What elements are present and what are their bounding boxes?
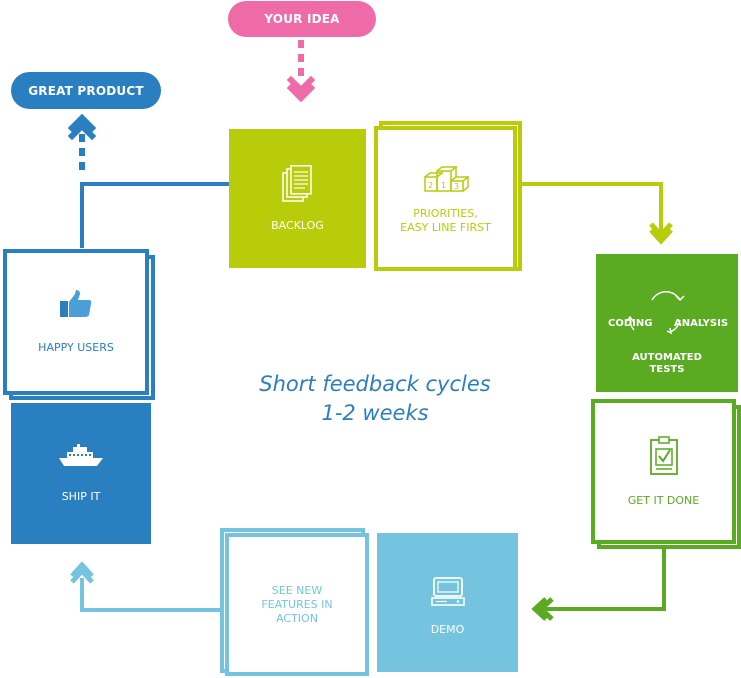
- rank-digit-1: 1: [441, 181, 446, 190]
- priorities-label-line2: EASY LINE FIRST: [400, 220, 491, 234]
- ship-it-box: SHIP IT: [11, 403, 151, 544]
- rank-digit-2: 2: [428, 181, 433, 190]
- happy-users-box: HAPPY USERS: [3, 249, 149, 395]
- clipboard-check-icon: [649, 435, 678, 475]
- ship-icon: [59, 443, 103, 466]
- tests-label-line2: TESTS: [649, 364, 685, 375]
- users-to-product-arrow: [67, 113, 97, 170]
- demo-box: DEMO: [377, 533, 518, 672]
- rank-digit-3: 3: [454, 182, 459, 191]
- tests-label-line1: AUTOMATED: [632, 352, 702, 363]
- documents-icon: [281, 164, 312, 202]
- see-features-label-line2: FEATURES IN: [261, 597, 333, 611]
- backlog-box: BACKLOG: [229, 129, 366, 268]
- priorities-box: 2 1 3 PRIORITIES, EASY LINE FIRST: [374, 126, 517, 271]
- see-features-label-line3: ACTION: [276, 611, 318, 625]
- thumbs-up-icon: [60, 290, 92, 317]
- ranked-blocks-icon: 2 1 3: [423, 165, 469, 192]
- center-caption-line2: 1-2 weeks: [321, 401, 429, 425]
- center-caption-line1: Short feedback cycles: [259, 372, 491, 396]
- computer-icon: [430, 576, 465, 606]
- cycle-arrows-icon: [626, 291, 685, 335]
- automated-tests-box: CODING ANALYSIS AUTOMATED TESTS: [596, 254, 738, 392]
- happy-users-label: HAPPY USERS: [38, 341, 114, 354]
- demo-label: DEMO: [430, 622, 465, 636]
- ship-it-label: SHIP IT: [61, 489, 101, 503]
- see-features-box: SEE NEW FEATURES IN ACTION: [225, 533, 369, 676]
- priorities-to-tests-arrow: [521, 182, 673, 245]
- get-it-done-box: GET IT DONE: [591, 399, 736, 544]
- backlog-label: BACKLOG: [271, 218, 324, 232]
- users-to-backlog-line: [80, 182, 229, 248]
- done-to-demo-arrow: [531, 547, 666, 621]
- great-product-pill: GREAT PRODUCT: [11, 72, 161, 109]
- priorities-label-line1: PRIORITIES,: [413, 206, 478, 220]
- idea-to-backlog-arrow: [286, 40, 316, 103]
- get-it-done-label: GET IT DONE: [627, 493, 700, 507]
- center-caption: Short feedback cycles 1-2 weeks: [230, 370, 520, 428]
- tests-cycle: CODING ANALYSIS: [596, 270, 738, 340]
- features-to-ship-arrow: [70, 561, 220, 612]
- your-idea-pill: YOUR IDEA: [228, 1, 376, 37]
- analysis-label: ANALYSIS: [674, 318, 729, 329]
- see-features-label-line1: SEE NEW: [271, 583, 323, 597]
- coding-label: CODING: [608, 318, 653, 329]
